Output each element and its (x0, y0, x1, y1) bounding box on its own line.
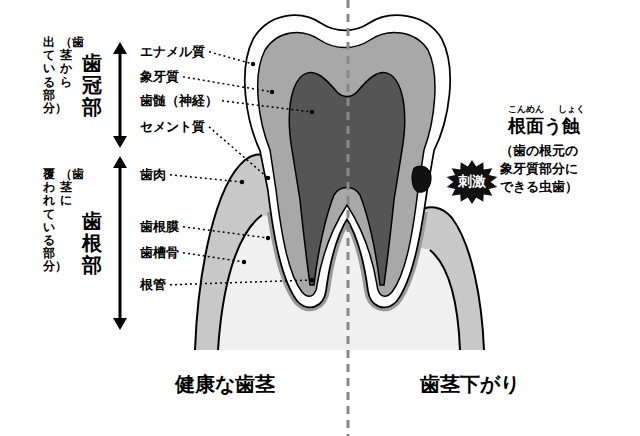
leader-line (209, 52, 253, 64)
bone-outline (430, 250, 460, 350)
region-label: 覆われている部分） (43, 168, 55, 274)
part-label: 歯肉 (140, 167, 166, 183)
range-arrow (119, 50, 122, 140)
region-label: 歯冠部 (82, 52, 102, 118)
part-label: 歯槽骨 (140, 245, 179, 261)
leader-dot (266, 236, 270, 240)
arrow-head (113, 136, 127, 148)
part-label: 歯髄（神経） (140, 93, 218, 109)
leader-dot (310, 278, 314, 282)
leader-line (170, 175, 242, 182)
text-label: 健康な歯茎 (175, 372, 275, 396)
text-label: めん (526, 104, 544, 115)
caries (412, 166, 431, 192)
burst-shape: 刺激 (446, 160, 498, 204)
leader-line (222, 101, 312, 112)
text-label: こん (508, 104, 526, 115)
leader-line (183, 253, 244, 262)
leader-dot (240, 180, 244, 184)
leader-line (170, 280, 312, 285)
burst-text: 刺激 (458, 173, 486, 191)
region-label: （歯茎に (60, 168, 72, 208)
arrow-head (113, 156, 127, 168)
burst-fill (447, 160, 498, 204)
region-label: 歯根部 (82, 210, 102, 276)
part-label: エナメル質 (140, 44, 205, 60)
part-label: 歯根膜 (140, 219, 179, 235)
leader-dot (270, 90, 274, 94)
arrow-head (113, 42, 127, 54)
region-label: （歯茎から (60, 36, 72, 89)
divider (347, 0, 350, 436)
text-label: 歯茎下がり (420, 372, 520, 396)
text-label: 根面う蝕 (508, 115, 580, 137)
text-label: （歯の根元の 象牙質部分に できる虫歯） (500, 142, 591, 197)
leader-line (183, 227, 268, 238)
leader-dot (310, 110, 314, 114)
leader-line (209, 127, 268, 178)
part-label: 根管 (140, 277, 166, 293)
range-arrow (119, 164, 122, 322)
leader-line (183, 77, 272, 92)
part-label: セメント質 (140, 119, 205, 135)
text-label: しょく (558, 104, 585, 115)
leader-dot (266, 176, 270, 180)
leader-dot (242, 260, 246, 264)
arrow-head (113, 318, 127, 330)
region-label: 出ている部分） (43, 36, 55, 115)
part-label: 象牙質 (140, 69, 179, 85)
dentin (258, 33, 435, 297)
leader-dot (251, 62, 255, 66)
